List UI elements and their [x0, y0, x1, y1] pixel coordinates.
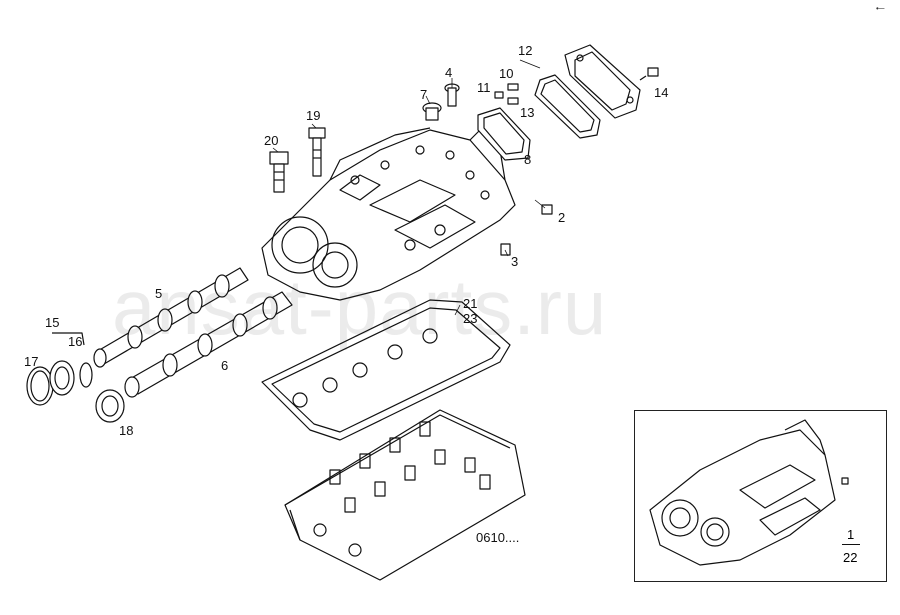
callout-13: 13 — [520, 105, 535, 120]
gasket-8 — [477, 107, 531, 161]
callout-19: 19 — [306, 108, 321, 123]
callout-14: 14 — [654, 85, 669, 100]
callout-23: 23 — [463, 311, 478, 326]
cylinder-head — [284, 409, 526, 581]
callout-6: 6 — [221, 358, 229, 373]
callout-5: 5 — [155, 286, 163, 301]
camshaft-5 — [93, 267, 249, 368]
corner-mark: •─ — [876, 4, 885, 13]
plug-3 — [500, 243, 511, 256]
plug-7 — [422, 102, 442, 121]
callout-16: 16 — [68, 334, 83, 349]
bolt-20 — [269, 151, 289, 193]
callout-15: 15 — [45, 315, 60, 330]
ring-17 — [26, 366, 54, 406]
inset-frame — [634, 410, 887, 582]
callout-11: 11 — [477, 80, 491, 95]
inset-denominator: 22 — [843, 550, 858, 565]
camshaft-housing — [261, 127, 516, 301]
callout-21: 21 — [463, 296, 478, 311]
callout-20: 20 — [264, 133, 279, 148]
callout-8: 8 — [524, 152, 532, 167]
bracket-15 — [52, 332, 85, 346]
reference-label: 0610.... — [476, 530, 520, 545]
plug-2 — [541, 204, 553, 215]
inset-housing — [649, 419, 849, 566]
ring-16 — [49, 360, 75, 396]
callout-7: 7 — [420, 87, 428, 102]
watermark-text: ansat-parts.ru — [112, 263, 608, 351]
seal-12 — [534, 74, 601, 139]
cover-plate — [564, 44, 641, 119]
inset-numerator: 1 — [847, 527, 855, 542]
bolt-19 — [308, 127, 326, 177]
seal-18 — [95, 389, 125, 423]
callout-2: 2 — [558, 210, 566, 225]
callout-10: 10 — [499, 66, 514, 81]
ring-15 — [79, 362, 93, 388]
leader-lines — [272, 59, 546, 316]
cover-gasket — [261, 299, 511, 441]
callout-4: 4 — [445, 65, 453, 80]
callout-18: 18 — [119, 423, 134, 438]
camshaft-6 — [124, 291, 293, 398]
callout-3: 3 — [511, 254, 519, 269]
inset-fraction-line — [842, 544, 860, 545]
callout-12: 12 — [518, 43, 533, 58]
bolt-14 — [639, 67, 659, 81]
callout-17: 17 — [24, 354, 39, 369]
small-bolts-10-11-13 — [494, 83, 519, 105]
